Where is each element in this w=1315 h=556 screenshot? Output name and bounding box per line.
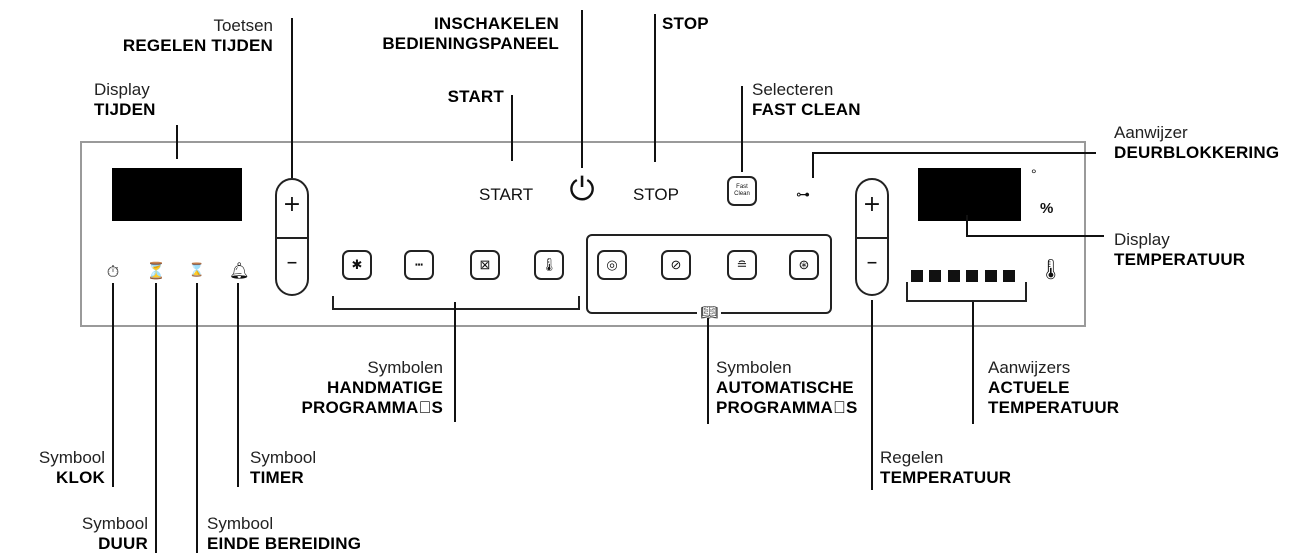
temp-indicator-4 [966, 270, 978, 282]
callout-line [972, 302, 974, 424]
label-duur: Symbool DUUR [81, 514, 148, 553]
callout-line [871, 300, 873, 490]
callout-line [812, 152, 1096, 154]
callout-line [112, 283, 114, 487]
temp-indicator-1 [911, 270, 923, 282]
power-icon[interactable]: ⏻ [569, 170, 595, 208]
label-klok: Symbool KLOK [38, 448, 105, 487]
callout-line [654, 14, 656, 162]
degree-symbol: ° [1031, 166, 1037, 182]
percent-symbol: % [1040, 200, 1054, 217]
callout-line [741, 86, 743, 172]
time-minus-button[interactable]: – [286, 250, 298, 275]
callout-line [966, 215, 968, 235]
label-display-tijden: Display TIJDEN [94, 80, 156, 119]
label-einde-bereiding: Symbool EINDE BEREIDING [207, 514, 362, 553]
label-timer: Symbool TIMER [250, 448, 317, 487]
auto-program-poultry-button[interactable]: ⊛ [789, 250, 819, 280]
manual-program-temp-button[interactable]: 🌡︎ [534, 250, 564, 280]
auto-program-meat-button[interactable]: ⊘ [661, 250, 691, 280]
callout-line [581, 10, 583, 168]
callout-line [196, 283, 198, 553]
manual-program-top-heat-button[interactable]: ┅ [404, 250, 434, 280]
temp-indicator-3 [948, 270, 960, 282]
label-handmatige-programmas: Symbolen HANDMATIGE PROGRAMMA S [301, 358, 443, 417]
temp-indicator-5 [985, 270, 997, 282]
callout-line [155, 283, 157, 553]
label-actuele-temperatuur: Aanwijzers ACTUELE TEMPERATUUR [988, 358, 1120, 417]
auto-program-pizza-button[interactable]: ◎ [597, 250, 627, 280]
label-automatische-programmas: Symbolen AUTOMATISCHE PROGRAMMA S [716, 358, 858, 417]
callout-line [812, 152, 814, 178]
callout-line [454, 302, 456, 422]
time-plus-button[interactable]: + [282, 192, 302, 217]
temp-minus-button[interactable]: – [866, 250, 878, 275]
clock-icon: ⏱ [106, 262, 120, 281]
label-fast-clean: Selecteren FAST CLEAN [752, 80, 861, 119]
fast-clean-text: Fast Clean [734, 184, 750, 197]
key-icon: ⊶ [796, 187, 810, 203]
temp-indicator-6 [1003, 270, 1015, 282]
start-button[interactable]: START [479, 185, 534, 204]
bell-icon: 🔔︎ [229, 261, 250, 280]
label-regelen-tijden: Toetsen REGELEN TIJDEN [122, 16, 273, 55]
label-stop: STOP [662, 14, 709, 33]
temp-indicator-2 [929, 270, 941, 282]
auto-program-cake-button[interactable]: ≘ [727, 250, 757, 280]
manual-program-grill-fan-button[interactable]: ⊠ [470, 250, 500, 280]
callout-line [511, 95, 513, 161]
callout-line [237, 283, 239, 487]
time-display [112, 168, 242, 221]
label-deurblokkering: Aanwijzer DEURBLOKKERING [1114, 123, 1280, 162]
label-display-temperatuur: Display TEMPERATUUR [1114, 230, 1246, 269]
fast-clean-button[interactable]: Fast Clean [727, 176, 757, 206]
callout-line [707, 318, 709, 424]
callout-line [291, 18, 293, 178]
temp-plus-button[interactable]: + [862, 192, 882, 217]
manual-programs-bracket [332, 296, 580, 310]
label-regelen-temperatuur: Regelen TEMPERATUUR [880, 448, 1012, 487]
label-start: START [447, 87, 504, 106]
time-plus-minus: + – [275, 178, 309, 296]
end-cooking-icon: ⌛ [188, 263, 206, 278]
book-icon: 📖︎ [697, 304, 721, 322]
temperature-display [918, 168, 1021, 221]
thermometer-icon: 🌡︎ [1038, 257, 1064, 281]
temp-indicators-bracket [906, 282, 1027, 302]
manual-program-fan-button[interactable]: ✱ [342, 250, 372, 280]
hourglass-icon: ⏳ [146, 261, 166, 280]
label-inschakelen: INSCHAKELEN BEDIENINGSPANEEL [382, 14, 559, 53]
callout-line [176, 125, 178, 159]
temp-plus-minus: + – [855, 178, 889, 296]
stop-button[interactable]: STOP [633, 185, 679, 204]
callout-line [966, 235, 1104, 237]
